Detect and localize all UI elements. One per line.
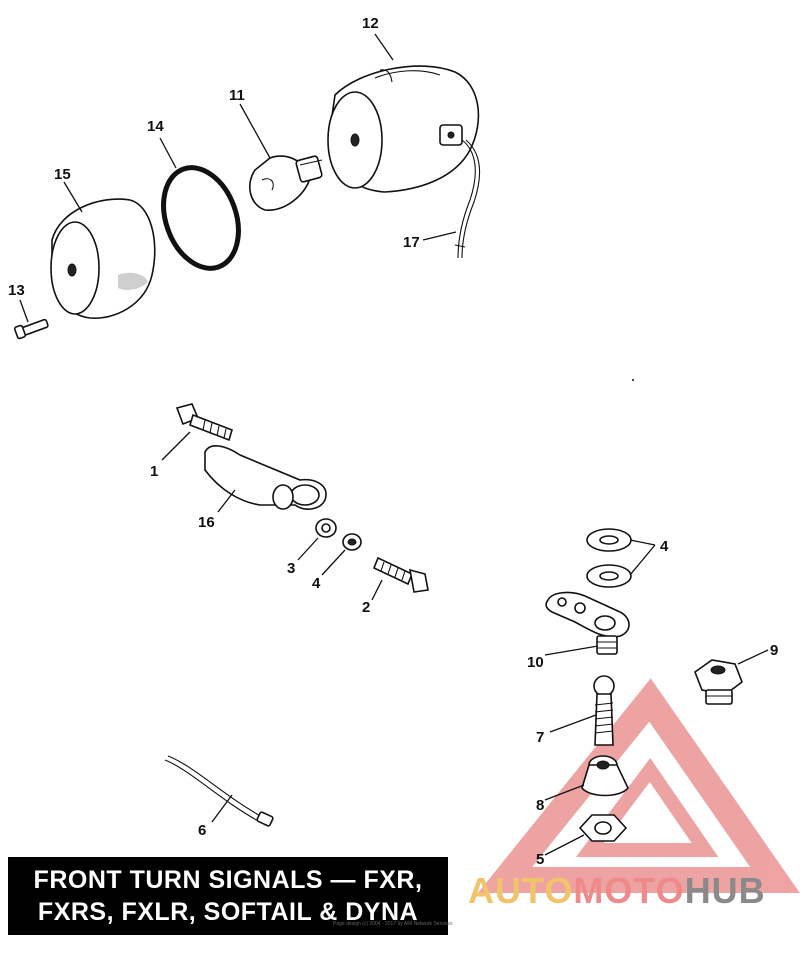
diagram-title-line-2: FXRS, FXLR, SOFTAIL & DYNA bbox=[37, 898, 419, 926]
callout-1: 1 bbox=[150, 463, 158, 480]
part-8-sleeve bbox=[581, 755, 629, 797]
diagram-title-line-1: FRONT TURN SIGNALS — FXR, bbox=[33, 866, 423, 894]
callout-10: 10 bbox=[527, 654, 544, 671]
callout-9: 9 bbox=[770, 642, 778, 659]
callout-5: 5 bbox=[536, 851, 544, 868]
callout-4-left: 4 bbox=[312, 575, 321, 592]
part-9-nut bbox=[694, 659, 743, 705]
part-7-ball-stud bbox=[593, 675, 615, 746]
part-11-bulb bbox=[249, 155, 323, 211]
callout-4-right: 4 bbox=[660, 538, 669, 555]
copyright-notice: Page design (c) 2004 - 2017 by ARI Netwo… bbox=[333, 921, 453, 927]
speck bbox=[632, 379, 634, 381]
callout-3: 3 bbox=[287, 560, 295, 577]
watermark-triangle-logo bbox=[477, 678, 800, 893]
callout-16: 16 bbox=[198, 514, 215, 531]
diagram-title-box: FRONT TURN SIGNALS — FXR, FXRS, FXLR, SO… bbox=[8, 857, 448, 935]
part-6-cable-strap bbox=[164, 755, 274, 827]
callout-11: 11 bbox=[229, 87, 245, 104]
part-1-bolt bbox=[175, 403, 233, 442]
watermark-brand-text: AUTOMOTOHUB bbox=[468, 870, 766, 912]
watermark-brand-auto: AUTO bbox=[468, 870, 574, 911]
leader-lines bbox=[19, 33, 769, 856]
watermark-brand-moto: MOTO bbox=[573, 870, 685, 911]
part-12-lamp-housing bbox=[327, 65, 480, 193]
callout-7: 7 bbox=[536, 729, 544, 746]
part-17-wire bbox=[454, 139, 481, 259]
part-10-bracket bbox=[545, 591, 630, 655]
callout-6: 6 bbox=[198, 822, 206, 839]
part-16-mounting-arm bbox=[204, 445, 327, 510]
part-2-bolt bbox=[372, 556, 429, 593]
part-4-lock-washer-left bbox=[342, 533, 362, 551]
callout-2: 2 bbox=[362, 599, 370, 616]
watermark-brand-hub: HUB bbox=[684, 870, 766, 911]
part-13-screw bbox=[13, 318, 49, 340]
callout-14: 14 bbox=[147, 118, 164, 135]
part-5-hex-nut bbox=[578, 814, 628, 842]
part-15-lens-cap bbox=[50, 198, 156, 319]
callout-12: 12 bbox=[362, 15, 379, 32]
callout-17: 17 bbox=[403, 234, 420, 251]
callout-13: 13 bbox=[8, 282, 25, 299]
part-4-lock-washers-right bbox=[586, 528, 632, 588]
part-14-gasket-ring bbox=[161, 165, 241, 271]
callout-15: 15 bbox=[54, 166, 71, 183]
callout-8: 8 bbox=[536, 797, 544, 814]
callout-labels: 12 11 14 15 13 17 1 16 3 4 2 4 10 9 7 8 … bbox=[8, 15, 778, 868]
part-3-washer bbox=[315, 518, 337, 538]
